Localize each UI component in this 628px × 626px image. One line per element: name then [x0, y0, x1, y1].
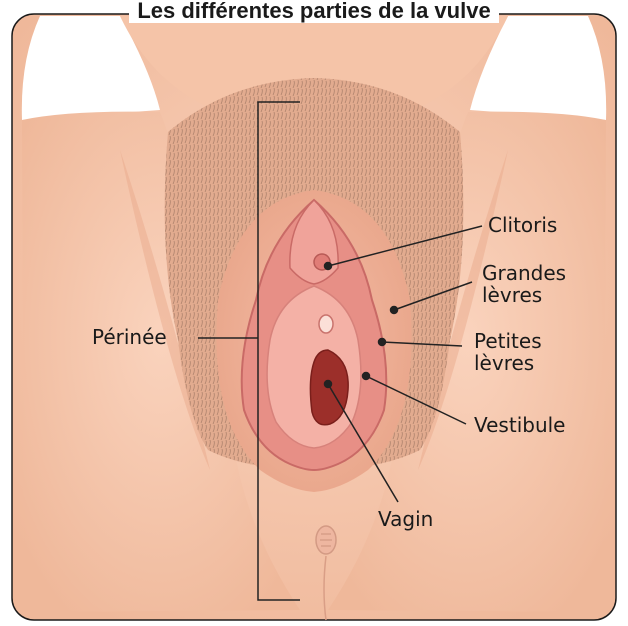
- vagin-leader-dot: [325, 381, 332, 388]
- urethral-opening: [319, 315, 333, 333]
- label-vestibule: Vestibule: [474, 414, 565, 436]
- label-perinee: Périnée: [92, 326, 167, 348]
- label-vagin: Vagin: [378, 508, 433, 530]
- label-petites-levres-line-2: lèvres: [474, 352, 542, 374]
- clitoris-leader-dot: [325, 263, 332, 270]
- label-grandes-levres-line-2: lèvres: [482, 284, 566, 306]
- label-grandes-levres: Grandes lèvres: [482, 262, 566, 306]
- label-petites-levres: Petites lèvres: [474, 330, 542, 374]
- label-petites-levres-line-1: Petites: [474, 330, 542, 352]
- vestibule-leader-dot: [363, 373, 370, 380]
- label-grandes-levres-line-1: Grandes: [482, 262, 566, 284]
- diagram-title: Les différentes parties de la vulve: [0, 0, 628, 24]
- petites-levres-leader-dot: [379, 339, 386, 346]
- grandes-levres-leader-dot: [391, 307, 398, 314]
- label-clitoris: Clitoris: [488, 214, 557, 236]
